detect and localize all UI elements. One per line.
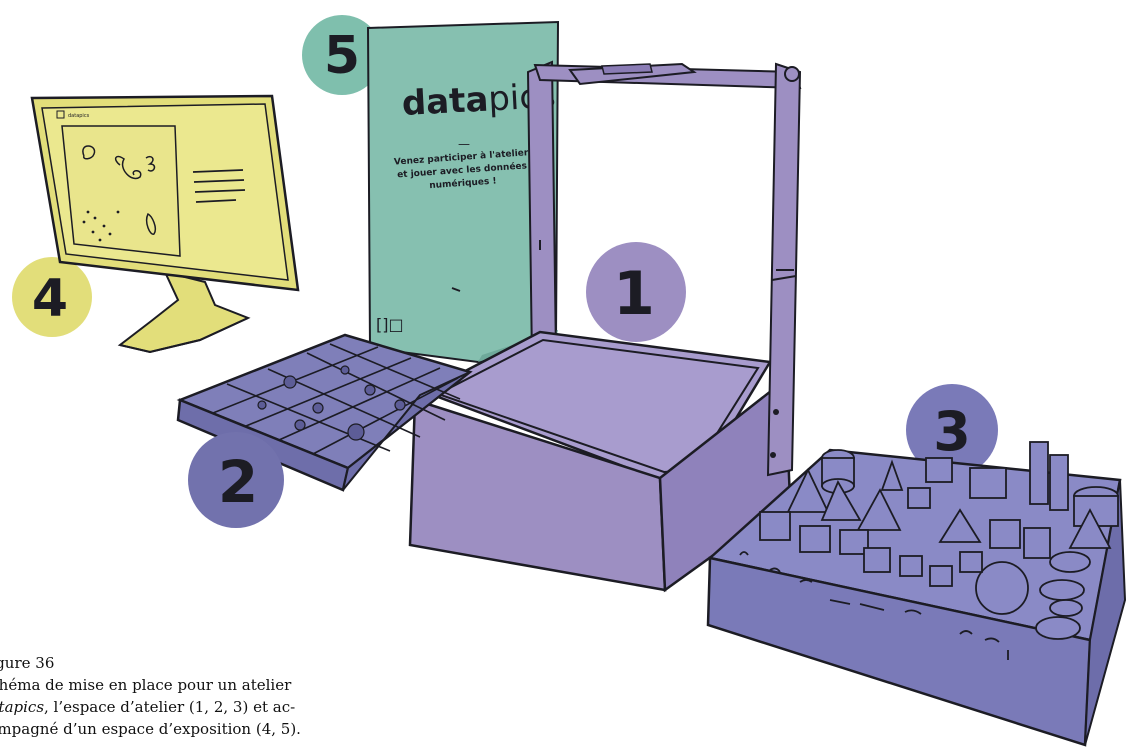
caption-line-3-italic: datapics	[0, 698, 44, 716]
caption-line-3-rest: , l’espace d’atelier (1, 2, 3) et ac-	[44, 698, 295, 716]
caption-line-2: Schéma de mise en place pour un atelier	[0, 674, 330, 696]
poster-logo: []□	[376, 315, 404, 334]
caption-line-1: Figure 36	[0, 652, 330, 674]
poster-dash: —	[458, 137, 470, 151]
number-5-label: 5	[324, 26, 360, 86]
caption-line-3: datapics, l’espace d’atelier (1, 2, 3) e…	[0, 696, 330, 718]
figure-caption: Figure 36 Schéma de mise en place pour u…	[0, 652, 330, 740]
number-3-label: 3	[933, 400, 971, 463]
monitor-topbar-text: datapics	[68, 113, 90, 119]
caption-line-4: compagné d’un espace d’exposition (4, 5)…	[0, 718, 330, 740]
number-1-label: 1	[613, 259, 655, 329]
number-4-label: 4	[32, 269, 68, 329]
number-2-label: 2	[218, 448, 258, 516]
